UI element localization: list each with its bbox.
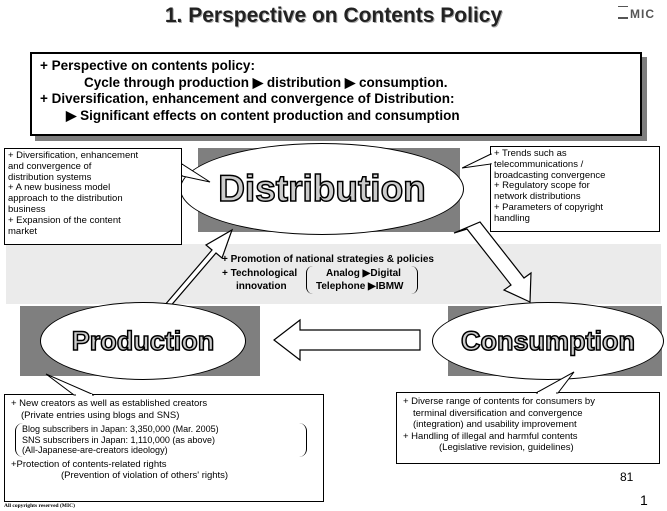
callout-right-line: telecommunications / [494, 158, 584, 170]
production-label: Production [71, 325, 215, 357]
callout-right-line: + Parameters of copyright [494, 201, 604, 213]
callout-right-line: + Regulatory scope for [494, 180, 590, 192]
center-policy-line: + Promotion of national strategies & pol… [222, 254, 434, 265]
center-innovation-line: innovation [236, 281, 287, 292]
creators-ideology: (All-Japanese-are-creators ideology) [22, 445, 168, 455]
consumption-note-line: + Diverse range of contents for consumer… [403, 396, 595, 407]
production-notes-pointer [45, 373, 95, 396]
center-tech-line: + Technological [222, 268, 298, 279]
consumption-label: Consumption [460, 325, 635, 357]
callout-left-line: approach to the distribution [8, 193, 123, 205]
distribution-label: Distribution [217, 167, 426, 210]
production-node: Production [40, 302, 246, 380]
callout-left-line: distribution systems [8, 171, 92, 183]
summary-line-3: + Diversification, enhancement and conve… [40, 91, 455, 106]
callout-left-line: + A new business model [8, 182, 111, 194]
summary-box: + Perspective on contents policy: Cycle … [30, 52, 642, 136]
callout-right-line: broadcasting convergence [494, 169, 606, 181]
inner-page-number: 81 [620, 470, 634, 484]
arrow-distribution-to-consumption [453, 221, 532, 303]
callout-right-pointer [462, 153, 492, 169]
consumption-notes: + Diverse range of contents for consumer… [396, 392, 660, 464]
callout-left-line: + Diversification, enhancement [8, 150, 139, 161]
distribution-callout-right: + Trends such as telecommunications / br… [490, 146, 660, 232]
production-notes: + New creators as well as established cr… [4, 394, 324, 502]
callout-left-line: market [8, 225, 38, 237]
distribution-callout-left: + Diversification, enhancement and conve… [4, 148, 182, 245]
copyright: All copyrights reserved (MIC) [4, 503, 75, 509]
callout-left-line: + Expansion of the content [8, 214, 121, 226]
page-number: 1 [640, 492, 648, 508]
consumption-note-line: (Legislative revision, guidelines) [439, 442, 574, 453]
subscriber-stats: Blog subscribers in Japan: 3,350,000 (Ma… [15, 423, 307, 457]
tech-bracket [306, 266, 418, 294]
summary-line-4: ▶ Significant effects on content product… [66, 107, 460, 123]
center-band [6, 244, 661, 304]
production-note-line: (Prevention of violation of others' righ… [61, 470, 229, 481]
consumption-node: Consumption [432, 302, 664, 380]
arrow-consumption-to-production [273, 318, 421, 362]
logo: MIC [618, 6, 655, 21]
callout-right-line: + Trends such as [494, 148, 567, 159]
callout-right-line: handling [494, 212, 530, 224]
consumption-note-line: terminal diversification and convergence [413, 407, 583, 419]
sns-subscribers: SNS subscribers in Japan: 1,110,000 (as … [22, 434, 215, 445]
logo-text: MIC [630, 7, 655, 21]
arrow-production-to-distribution [163, 228, 234, 310]
production-note-line: (Private entries using blogs and SNS) [21, 409, 180, 421]
consumption-notes-pointer [535, 371, 575, 394]
consumption-note-line: (integration) and usability improvement [413, 419, 577, 430]
production-note-line: +Protection of contents-related rights [11, 458, 167, 470]
callout-left-line: business [8, 203, 46, 215]
summary-line-1: + Perspective on contents policy: [40, 58, 255, 73]
summary-line-2: Cycle through production ▶ distribution … [84, 74, 448, 90]
telephone-ibmw: Telephone ▶IBMW [316, 281, 404, 292]
page-title: 1. Perspective on Contents Policy [164, 4, 503, 27]
consumption-note-line: + Handling of illegal and harmful conten… [403, 430, 578, 442]
callout-left-line: and convergence of [8, 160, 92, 172]
production-note-line: + New creators as well as established cr… [11, 398, 208, 409]
logo-icon [618, 6, 628, 19]
blog-subscribers: Blog subscribers in Japan: 3,350,000 (Ma… [22, 424, 219, 434]
callout-right-line: network distributions [494, 191, 581, 203]
distribution-node: Distribution [180, 143, 464, 235]
analog-digital: Analog ▶Digital [326, 268, 401, 279]
callout-left-pointer [182, 163, 211, 183]
